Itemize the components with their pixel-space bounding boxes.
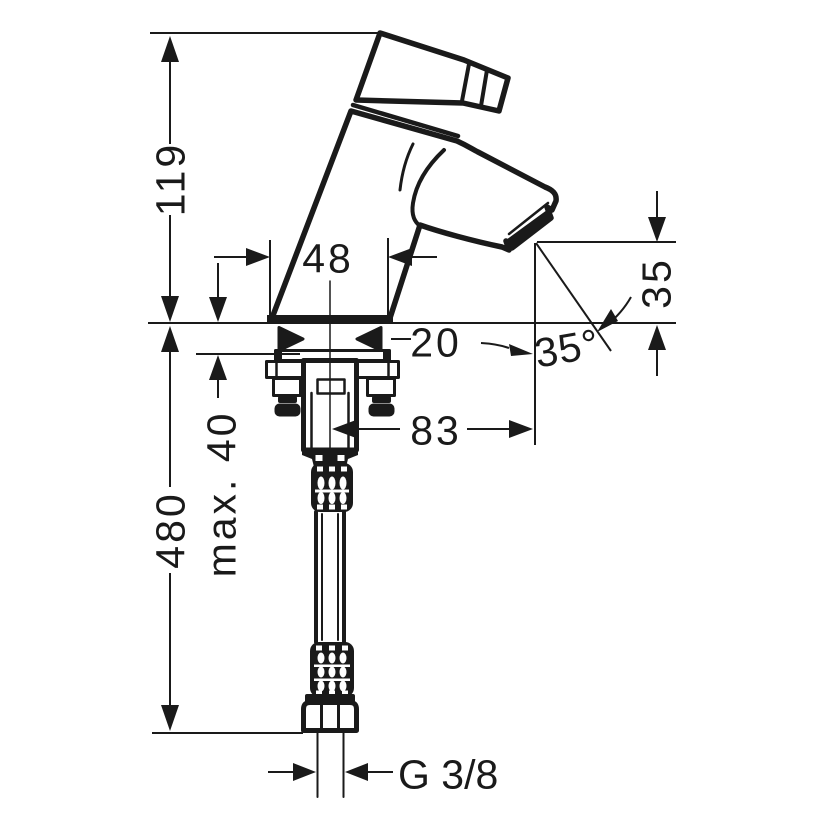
arrow-down-icon [161, 296, 179, 322]
faucet-artwork [148, 30, 676, 798]
arrow-up-icon [209, 355, 227, 380]
supply-hose [310, 463, 354, 697]
collar-slot [341, 504, 347, 510]
collar-slot [329, 466, 335, 472]
collar-cell [328, 652, 336, 664]
mounting-stud-left-band [278, 396, 297, 403]
dim-label-35: 35 [633, 257, 679, 309]
collar-cell [328, 476, 336, 490]
collar-cell [339, 666, 347, 678]
dim-label-g38: G 3/8 [398, 751, 498, 797]
shank-inner-socket [316, 378, 346, 395]
collar-cell [317, 680, 325, 692]
dim-label-35-degrees: 35° [531, 320, 603, 377]
faucet-body [269, 108, 559, 321]
dimension-annotations: 119 480 max. 40 48 [147, 32, 679, 797]
mounting-stud-right [366, 377, 396, 397]
dimension-max-40: max. 40 [196, 263, 300, 577]
arrow-up-icon [648, 325, 666, 350]
collar-slot [342, 690, 348, 696]
arrow-right-icon [293, 763, 316, 781]
body-inner-curve-2 [398, 142, 415, 192]
body-inner-curve-1 [410, 148, 446, 228]
collar-cell [317, 666, 325, 678]
mounting-stud-left [272, 377, 302, 397]
transition-notch-left [315, 455, 323, 461]
leader-line [480, 342, 510, 349]
collar-slot [317, 504, 323, 510]
escutcheon-right-wedge [355, 326, 383, 352]
arrow-left-icon [332, 420, 356, 438]
collar-slot [316, 645, 322, 651]
collar-slot [317, 466, 323, 472]
collar-cell [328, 666, 336, 678]
arrow-right-icon [509, 420, 533, 438]
aerator-rim-line [507, 201, 550, 236]
faucet-handle [350, 30, 511, 139]
mounting-stud-right-band [372, 396, 391, 403]
dimension-119: 119 [147, 36, 193, 322]
collar-slot [329, 504, 335, 510]
nut-body [301, 700, 359, 733]
dimension-35-degrees: 35° [531, 242, 632, 377]
collar-slot [316, 690, 322, 696]
arrow-right-icon [509, 344, 533, 356]
dimension-35: 35 [537, 191, 679, 376]
handle-outline [353, 30, 511, 114]
dim-label-20: 20 [410, 319, 462, 365]
collar-cell [317, 476, 325, 490]
handle-tip-facet-line-1 [460, 62, 471, 103]
arrow-down-icon [209, 297, 227, 322]
dimension-g38: G 3/8 [268, 751, 498, 797]
collar-strip [315, 489, 349, 493]
dim-label-119: 119 [147, 142, 193, 216]
arrow-left-icon [388, 248, 412, 266]
arrow-left-icon [345, 763, 368, 781]
arrow-right-icon [246, 248, 270, 266]
arrow-down-icon [648, 217, 666, 242]
transition-notch-right [337, 455, 345, 461]
escutcheon-left-wedge [277, 326, 305, 352]
handle-tip-facet-line-2 [479, 68, 489, 108]
collar-cell [339, 680, 347, 692]
collar-cell [339, 476, 347, 490]
collar-slot [329, 645, 335, 651]
collar-cell [339, 492, 347, 504]
collar-strip [314, 664, 350, 667]
locknut-band-cap-right [383, 350, 390, 361]
collar-cell [339, 652, 347, 664]
locknut-band-cap-left [275, 350, 282, 361]
collar-slot [329, 690, 335, 696]
handle-skirt-line [350, 102, 461, 139]
dimension-480: 480 [147, 326, 303, 734]
dimension-20: 20 [391, 319, 533, 365]
dimension-48: 48 [214, 235, 437, 317]
connection-nut [301, 694, 359, 798]
collar-cell [317, 492, 325, 504]
mounting-stud-right-cap [368, 403, 395, 417]
collar-slot [342, 645, 348, 651]
mounting-stud-left-cap [274, 403, 301, 417]
angle-line [535, 242, 612, 352]
arrow-up-icon [161, 36, 179, 62]
dimension-83: 83 [332, 407, 533, 453]
dim-label-max-40: max. 40 [198, 411, 244, 578]
dim-label-480: 480 [147, 491, 193, 568]
dim-label-48: 48 [302, 235, 354, 281]
collar-cell [328, 492, 336, 504]
arrow-down-left-icon [597, 309, 618, 332]
collar-cell [328, 680, 336, 692]
collar-slot [341, 466, 347, 472]
aerator-band [506, 210, 552, 249]
shank-hose-transition [302, 450, 358, 467]
arrow-down-icon [161, 705, 179, 731]
collar-cell [317, 652, 325, 664]
arrow-up-icon [161, 326, 179, 352]
collar-strip [314, 678, 350, 681]
dim-label-83: 83 [410, 407, 462, 453]
